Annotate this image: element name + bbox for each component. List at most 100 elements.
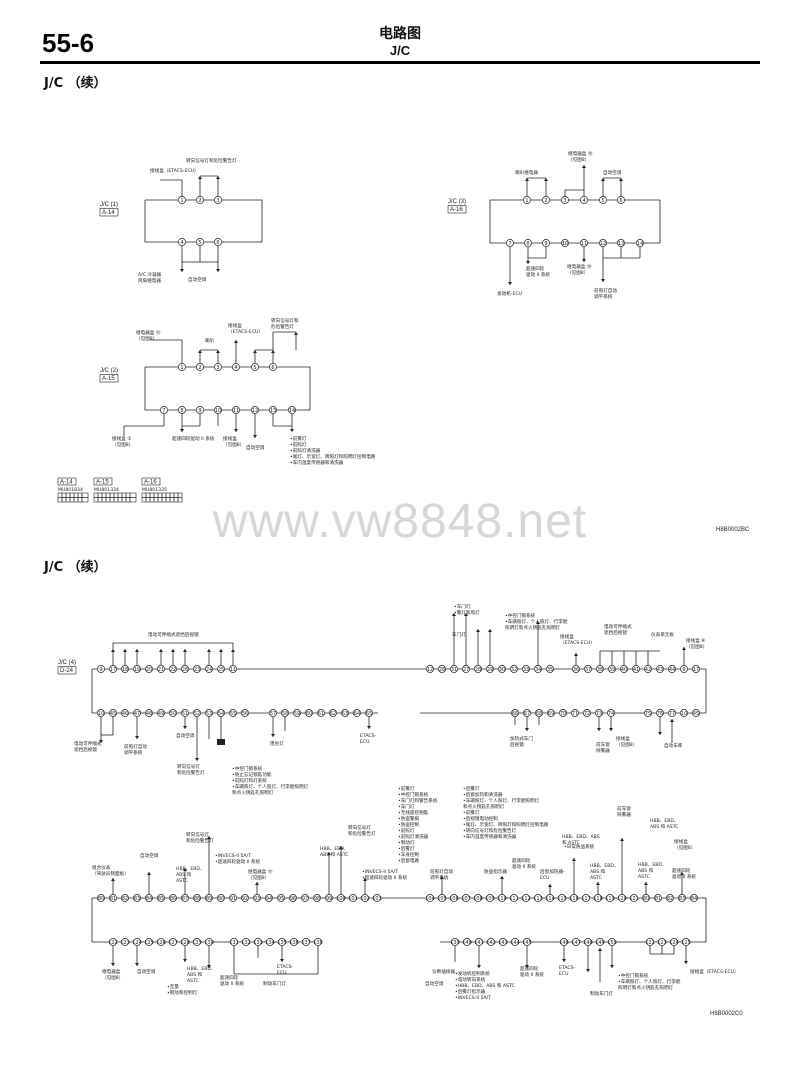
svg-text:64: 64 [354,711,360,717]
arrow-up-icon [271,350,275,353]
label-combination-meter: 组合仪表（驾驶员侧面板） [92,864,129,877]
arrow-up-icon [135,649,139,652]
connector-pin: 45 [109,709,117,717]
arrow-up-icon [682,647,686,650]
connector-pin: 115 [557,894,567,902]
jc2-name: J/C (2) [100,368,118,374]
connector-pin: 95 [277,894,285,902]
svg-text:29: 29 [487,667,493,673]
arrow-down-icon [582,259,586,262]
arrow-up-icon [488,629,492,632]
connector-pin: 19 [133,665,141,673]
connector-pin: 10 [680,709,688,717]
jc2-conn: A-15 [102,376,115,382]
jc3-label-ecu: 发动机-ECU [497,290,522,297]
svg-text:32: 32 [511,667,517,673]
arrow-down-icon [601,279,605,282]
connector-pin: 118 [593,894,603,902]
arrow-up-icon [216,176,220,179]
section-title-first: J/C （续） [44,76,107,91]
connector-pin: 119 [605,894,615,902]
svg-text:88: 88 [194,896,200,902]
connector-pin: 47 [133,709,141,717]
arrow-up-icon [255,882,259,885]
label-door-top: 车门灯 [452,631,466,638]
arrow-down-icon [586,969,590,972]
label-door-lock-bot: •中控门锁系统•车辆照灯、个人照灯、行李舱照明灯和点火钥匙孔照明灯 [618,972,681,991]
svg-text:94: 94 [266,896,272,902]
connector-pin: 39 [608,665,616,673]
connector-pin: 125 [681,938,691,946]
connector-pin: 2 [196,363,204,371]
svg-text:144: 144 [510,940,520,946]
svg-text:47: 47 [134,711,140,717]
label-defogger-low: 前车窗除雾器 [617,805,631,818]
connector-pin: 1 [178,196,186,204]
connector-pin: 103 [372,894,382,902]
arrow-down-icon [180,269,184,272]
connector-pin: 56 [241,709,249,717]
svg-text:114: 114 [545,896,555,902]
connector-pin: 81 [654,894,662,902]
svg-text:149: 149 [595,940,605,946]
jc3-conn: A-16 [450,207,463,213]
svg-text:102: 102 [360,896,370,902]
svg-text:69: 69 [548,711,554,717]
connector-pin: 100 [336,894,346,902]
label-etacs-mid: ETACS-ECU [360,733,377,745]
svg-text:89: 89 [206,896,212,902]
connector-pin: 108 [473,894,483,902]
label-junction-low: 接线盒（见图8） [674,838,695,851]
svg-text:115: 115 [557,896,567,902]
arrow-up-icon [159,649,163,652]
connector-pin: 4 [178,238,186,246]
connector-pin: 85 [157,894,165,902]
connector-pin: 58 [281,709,289,717]
arrow-up-icon [219,649,223,652]
label-door-lock-top: •中控门锁系统•车辆照灯、个人照灯、行李舱照明灯和点火钥匙孔照明灯 [505,612,568,631]
jc4-name: J/C (4) [58,660,76,666]
svg-text:128: 128 [180,940,190,946]
label-etacs-bot2: ETACS-ECU [559,965,576,977]
svg-text:80: 80 [643,896,649,902]
connector-pin: 123 [120,938,130,946]
connector-pin: 41 [632,665,640,673]
label-relay-low: 继电器盒 ⑬（见图8） [248,868,273,881]
connector-pin: 7 [506,239,514,247]
arrow-down-icon [477,965,481,968]
label-4wd-low-2: 超速四轮驱动 II 系统 [672,867,696,880]
connector-pin: 6 [214,238,222,246]
svg-text:24: 24 [206,667,212,673]
svg-text:86: 86 [170,896,176,902]
connector-pin: 98 [313,894,321,902]
label-retract-mirror-mid: 电动可伸缩式遮挡后视镜 [74,740,102,753]
connector-pin: 127 [168,938,178,946]
connector-pin: 24 [205,665,213,673]
arrow-down-icon [290,429,294,432]
label-brake-door2: 制动车门灯 [590,990,613,997]
label-invecs-1: •INVECS-II 5A/T•超速四轮驱动 II 系统 [215,853,260,865]
svg-text:70: 70 [560,711,566,717]
connector-pin: 66 [511,709,519,717]
jc2-label-relay: 继电器盒 ⑬（见图8） [136,329,161,342]
connector-pin: 60 [305,709,313,717]
svg-text:107: 107 [461,896,471,902]
svg-text:84: 84 [691,896,697,902]
svg-text:124: 124 [669,940,679,946]
svg-text:46: 46 [122,711,128,717]
connector-pin: 116 [569,894,579,902]
arrow-up-icon [216,350,220,353]
jc3-label-level: 前照灯自动调平系统 [594,287,617,300]
arrow-down-icon [99,740,103,743]
arrow-down-icon [367,726,371,729]
svg-text:135: 135 [277,940,287,946]
connector-pin: 5 [196,238,204,246]
connector-pin: 8 [524,239,532,247]
svg-text:10: 10 [681,711,687,717]
connector-pin: 113 [533,894,543,902]
svg-text:12: 12 [252,408,258,414]
